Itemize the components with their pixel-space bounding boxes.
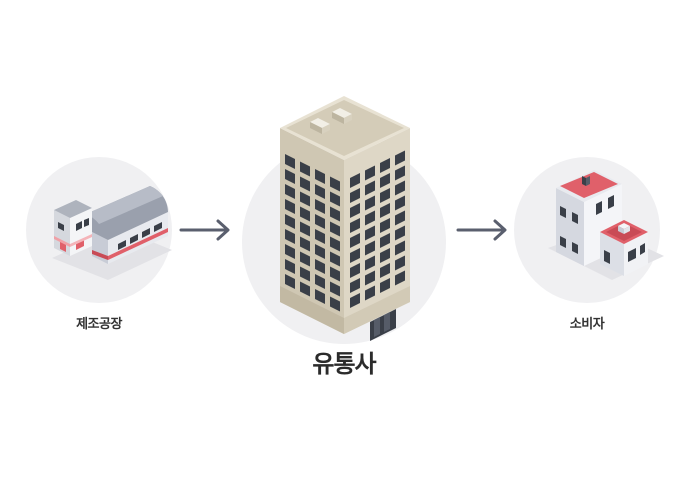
building-window (350, 173, 360, 188)
building-window (300, 266, 310, 282)
building-window (350, 248, 360, 263)
factory-icon (52, 186, 172, 280)
building-window (395, 210, 405, 226)
window-grid (285, 150, 405, 312)
building-window (315, 259, 325, 274)
building-window (380, 248, 390, 263)
building-window (380, 218, 390, 233)
building-window (350, 233, 360, 248)
building-window (380, 158, 390, 173)
building-window (285, 184, 295, 199)
building-window (330, 281, 340, 297)
arrow-right-icon (456, 219, 507, 241)
building-window (315, 289, 325, 304)
building-window (395, 240, 405, 256)
building-window (365, 180, 375, 196)
building-window (330, 251, 340, 267)
building-window (395, 180, 405, 196)
building-window (315, 184, 325, 199)
building-window (285, 199, 295, 214)
building-window (285, 154, 295, 169)
building-window (315, 169, 325, 184)
office-building-icon (280, 96, 410, 341)
building-window (380, 278, 390, 293)
house-icon (548, 170, 664, 280)
building-window (380, 233, 390, 248)
building-window (395, 165, 405, 181)
building-window (330, 296, 340, 312)
building-window (365, 195, 375, 211)
building-window (300, 281, 310, 297)
building-window (365, 240, 375, 256)
building-window (300, 191, 310, 207)
building-window (380, 188, 390, 203)
building-window (380, 263, 390, 278)
building-window (365, 255, 375, 271)
building-window (330, 266, 340, 282)
building-window (285, 169, 295, 184)
building-window (350, 263, 360, 278)
building-window (365, 270, 375, 286)
building-window (330, 236, 340, 252)
building-window (395, 255, 405, 271)
building-window (300, 251, 310, 267)
building-window (300, 236, 310, 252)
building-window (350, 188, 360, 203)
factory-label: 제조공장 (76, 317, 122, 332)
distributor-label: 유통사 (312, 350, 376, 378)
building-window (315, 199, 325, 214)
building-window (315, 229, 325, 244)
building-window (300, 176, 310, 192)
building-window (350, 278, 360, 293)
building-window (300, 206, 310, 222)
building-window (315, 214, 325, 229)
consumer-label: 소비자 (569, 317, 605, 332)
building-window (365, 225, 375, 241)
building-window (285, 214, 295, 229)
building-window (350, 203, 360, 218)
building-window (285, 244, 295, 259)
building-window (300, 221, 310, 237)
building-window (365, 210, 375, 226)
building-window (330, 176, 340, 192)
building-window (365, 165, 375, 181)
building-window (285, 229, 295, 244)
building-window (350, 218, 360, 233)
building-window (285, 259, 295, 274)
building-window (330, 191, 340, 207)
building-window (315, 244, 325, 259)
building-window (395, 195, 405, 211)
building-window (315, 274, 325, 289)
building-window (350, 293, 360, 308)
building-window (395, 225, 405, 241)
building-window (380, 173, 390, 188)
building-window (365, 285, 375, 301)
arrow-right-icon (179, 219, 230, 241)
building-window (380, 203, 390, 218)
building-window (395, 270, 405, 286)
building-window (330, 206, 340, 222)
building-window (330, 221, 340, 237)
building-window (285, 274, 295, 289)
building-window (300, 161, 310, 177)
building-window (395, 150, 405, 166)
